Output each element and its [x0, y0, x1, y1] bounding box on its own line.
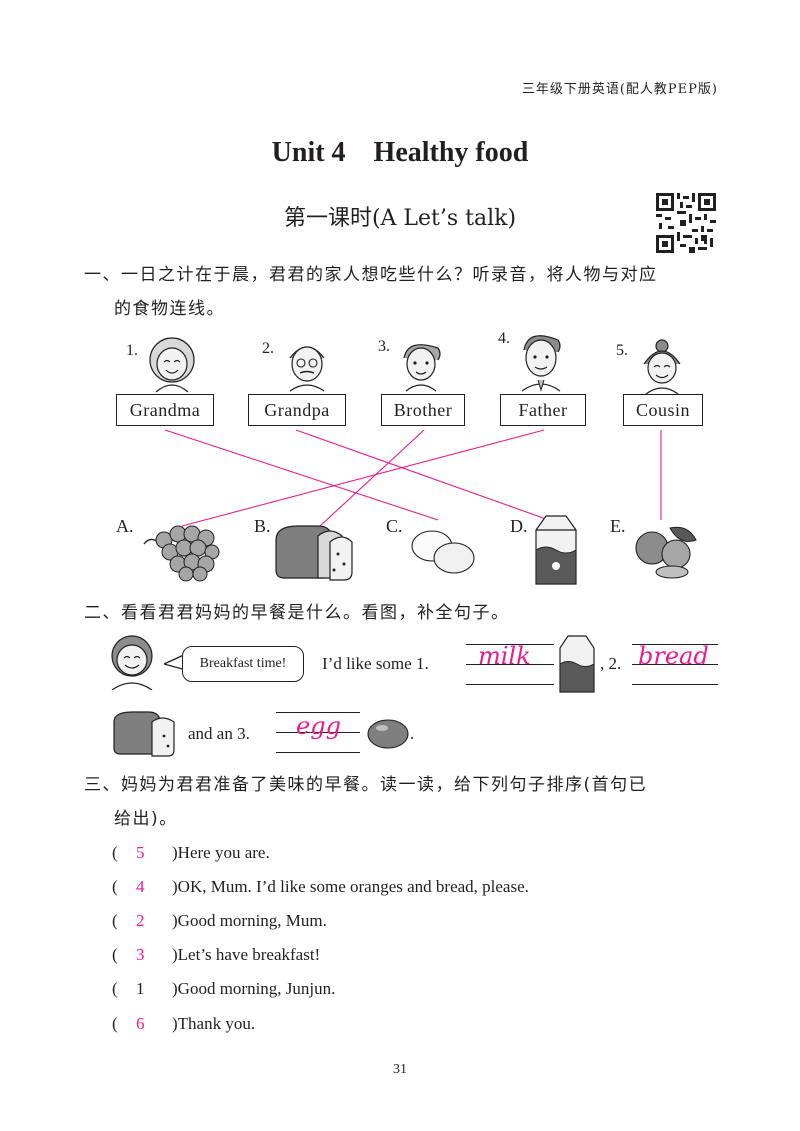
order-row: (5)Here you are.	[112, 843, 270, 862]
order-answer[interactable]: 5	[136, 843, 145, 862]
person-number-1: 1.	[126, 342, 138, 359]
mother-icon	[111, 635, 153, 690]
unit-title: Unit 4 Healthy food	[271, 137, 529, 168]
answer2-line-mid	[632, 664, 718, 665]
bread-icon	[275, 525, 353, 581]
name-box-grandpa: Grandpa	[248, 394, 346, 426]
cousin-icon	[643, 339, 681, 394]
name-box-father: Father	[500, 394, 586, 426]
speech-bubble-tail-icon	[164, 653, 186, 671]
person-number-3: 3.	[378, 338, 390, 355]
match-line-father-a	[181, 429, 545, 527]
sentence-sep: , 2.	[600, 654, 622, 673]
food-letter-e: E.	[610, 516, 626, 536]
milk-carton-icon	[535, 515, 577, 585]
eggs-icon	[411, 530, 475, 574]
match-line-grandma-c	[164, 429, 439, 521]
order-sentence: )Here you are.	[172, 843, 270, 862]
match-line-brother-b	[319, 429, 425, 527]
page-number: 31	[393, 1062, 407, 1077]
qr-code-icon[interactable]	[656, 193, 716, 253]
section1-line1: 一、一日之计在于晨，君君的家人想吃些什么？听录音，将人物与对应	[84, 265, 658, 285]
section3-line1: 三、妈妈为君君准备了美味的早餐。读一读，给下列句子排序(首句已	[84, 775, 648, 795]
order-answer[interactable]: 2	[136, 911, 145, 930]
section3-instruction: 三、妈妈为君君准备了美味的早餐。读一读，给下列句子排序(首句已 给出)。	[84, 768, 724, 836]
order-sentence: )Thank you.	[172, 1014, 256, 1033]
speech-bubble: Breakfast time!	[182, 646, 304, 682]
answer3-line-mid	[276, 732, 360, 733]
order-sentence: )Let’s have breakfast!	[172, 945, 321, 964]
order-row: (1)Good morning, Junjun.	[112, 979, 336, 998]
food-letter-c: C.	[386, 516, 403, 536]
answer2-text: bread	[638, 642, 709, 670]
person-number-4: 4.	[498, 330, 510, 347]
answer1-line-mid	[466, 664, 554, 665]
answer3-line-bottom	[276, 752, 360, 753]
name-box-cousin: Cousin	[623, 394, 703, 426]
person-number-5: 5.	[616, 342, 628, 359]
grapes-icon	[143, 525, 220, 582]
answer1-line-top	[466, 644, 554, 645]
answer2-line-bottom	[632, 684, 718, 685]
grandpa-icon	[289, 346, 325, 392]
order-answer-given: 1	[136, 979, 145, 998]
order-answer[interactable]: 4	[136, 877, 145, 896]
food-letter-b: B.	[254, 516, 271, 536]
fruits-icon	[635, 526, 697, 579]
lesson-title: 第一课时(A Let’s talk)	[283, 206, 517, 231]
section1-instruction: 一、一日之计在于晨，君君的家人想吃些什么？听录音，将人物与对应 的食物连线。	[84, 258, 724, 326]
father-icon	[521, 335, 561, 392]
order-sentence: )Good morning, Junjun.	[172, 979, 336, 998]
answer1-line-bottom	[466, 684, 554, 685]
egg-icon	[367, 719, 409, 749]
order-row: (6)Thank you.	[112, 1014, 256, 1033]
person-number-2: 2.	[262, 340, 274, 357]
section2-instruction: 二、看看君君妈妈的早餐是什么。看图，补全句子。	[84, 603, 510, 623]
answer2-line-top	[632, 644, 718, 645]
order-sentence: )Good morning, Mum.	[172, 911, 327, 930]
bread-small-icon	[113, 711, 175, 757]
sentence-period: .	[410, 724, 415, 743]
answer3-line-top	[276, 712, 360, 713]
book-note: 三年级下册英语(配人教PEP版)	[521, 82, 718, 97]
order-row: (3)Let’s have breakfast!	[112, 945, 321, 964]
order-answer[interactable]: 3	[136, 945, 145, 964]
food-letter-d: D.	[510, 516, 528, 536]
name-box-brother: Brother	[381, 394, 465, 426]
section3-line2: 给出)。	[114, 809, 178, 829]
grandma-icon	[149, 337, 195, 393]
match-line-grandpa-d	[295, 429, 561, 525]
order-row: (2)Good morning, Mum.	[112, 911, 327, 930]
and-text: and an 3.	[188, 724, 250, 743]
sentence-start: I’d like some 1.	[322, 654, 429, 673]
order-answer[interactable]: 6	[136, 1014, 145, 1033]
section1-line2: 的食物连线。	[114, 299, 225, 319]
name-box-grandma: Grandma	[116, 394, 214, 426]
order-sentence: )OK, Mum. I’d like some oranges and brea…	[172, 877, 529, 896]
milk-carton-small-icon	[559, 635, 595, 693]
food-letter-a: A.	[116, 516, 134, 536]
brother-icon	[403, 344, 441, 392]
answer3-text: egg	[296, 712, 341, 740]
answer1-text: milk	[478, 642, 531, 670]
order-row: (4)OK, Mum. I’d like some oranges and br…	[112, 877, 529, 896]
